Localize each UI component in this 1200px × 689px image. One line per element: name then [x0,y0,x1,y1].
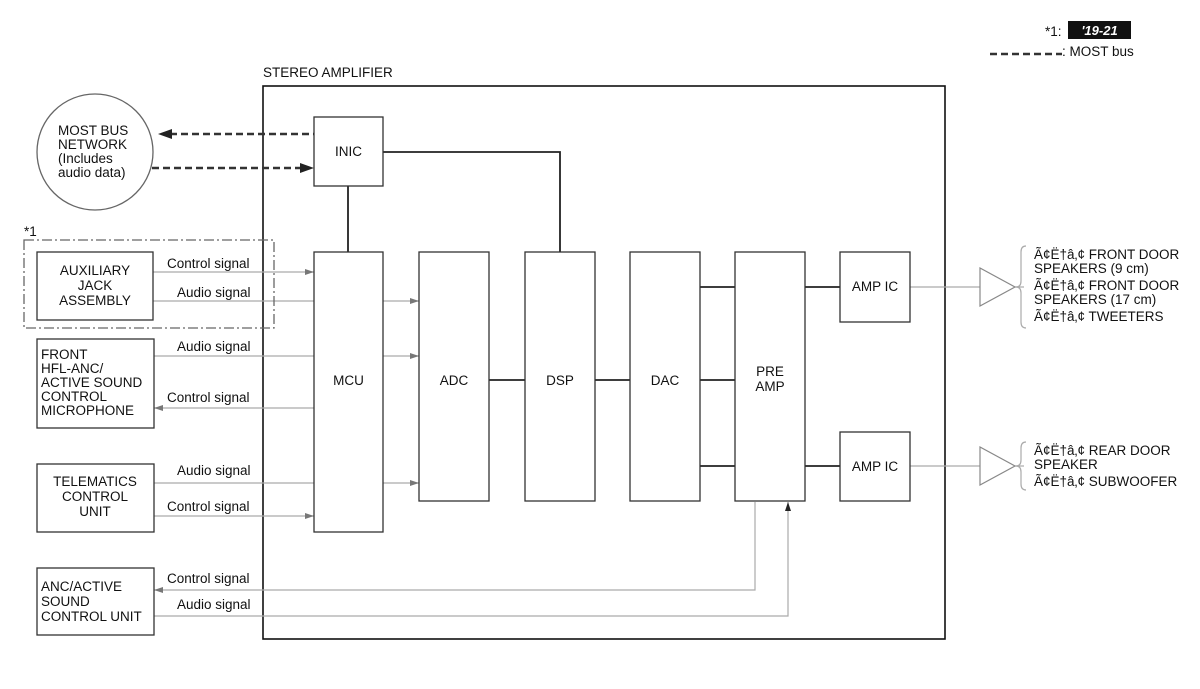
legend-note-value: '19-21 [1081,23,1117,38]
rear-speaker-brace [1015,441,1027,491]
anc-audio-arrow [785,502,791,511]
anc-control-arrow [154,587,163,593]
mcu-label: MCU [333,373,364,388]
dac-label: DAC [651,373,680,388]
tcu-audio-signal-label: Audio signal [177,463,251,478]
adc-label: ADC [440,373,469,388]
mic-audio-arrow [410,353,419,359]
tcu-label-3: UNIT [79,504,111,519]
most-arrow-to-network [158,129,172,139]
aux-note-label: *1 [24,224,37,239]
anc-label-3: CONTROL UNIT [41,609,142,624]
anc-control-signal-label: Control signal [167,571,250,586]
tcu-label-2: CONTROL [62,489,128,504]
preamp-block [734,251,806,502]
microphone-box [36,338,155,429]
telematics-control-unit-box [36,463,155,533]
most-arrow-to-inic [300,163,314,173]
legend-most-bus-label: : MOST bus [1062,44,1134,59]
front-output-label-1: Ã¢Ë†â‚¢ FRONT DOOR [1034,247,1180,262]
aux-label-2: JACK [78,278,113,293]
front-speaker-brace [1015,245,1027,329]
aux-audio-signal-label: Audio signal [177,285,251,300]
anc-audio-line [154,502,789,617]
legend-note-badge [1068,21,1131,39]
speaker-amp-symbol-bottom [979,445,1017,487]
preamp-label-2: AMP [755,379,784,394]
tcu-label-1: TELEMATICS [53,474,137,489]
anc-label-1: ANC/ACTIVE [41,579,122,594]
tcu-control-signal-label: Control signal [167,499,250,514]
rear-output-label-2: SPEAKER [1034,457,1098,472]
preamp-label-1: PRE [756,364,784,379]
most-network-label-2: NETWORK [58,137,127,152]
legend: *1: '19-21 : MOST bus [990,21,1134,59]
aux-control-signal-label: Control signal [167,256,250,271]
mic-label-2: HFL-ANC/ [41,361,104,376]
most-bus-links [152,129,314,173]
most-network-label-3: (Includes [58,151,113,166]
most-network-label-4: audio data) [58,165,126,180]
tcu-audio-arrow [410,480,419,486]
rear-output-label-1: Ã¢Ë†â‚¢ REAR DOOR [1034,443,1171,458]
adc-block [418,251,490,502]
legend-note-ref: *1: [1045,24,1062,39]
anc-audio-signal-label: Audio signal [177,597,251,612]
aux-label-3: ASSEMBLY [59,293,131,308]
aux-control-arrow [305,269,314,275]
inic-label: INIC [335,144,362,159]
auxiliary-jack-assembly-box [36,251,154,321]
mic-audio-signal-label: Audio signal [177,339,251,354]
anc-label-2: SOUND [41,594,90,609]
amp-ic-top-block [839,251,911,323]
speaker-amp-symbol-top [979,266,1017,308]
aux-optional-frame [23,239,275,329]
aux-audio-arrow [410,298,419,304]
mic-label-5: MICROPHONE [41,403,134,418]
stereo-amplifier-title: STEREO AMPLIFIER [263,65,393,80]
dsp-label: DSP [546,373,574,388]
inic-block [313,116,384,187]
amp-ic-top-label: AMP IC [852,279,899,294]
mcu-block [313,251,384,533]
stereo-amplifier-frame [262,85,946,640]
rear-output-label-3: Ã¢Ë†â‚¢ SUBWOOFER [1034,474,1178,489]
mic-label-3: ACTIVE SOUND [41,375,143,390]
mic-label-4: CONTROL [41,389,107,404]
front-output-label-2: SPEAKERS (9 cm) [1034,261,1149,276]
dsp-block [524,251,596,502]
dac-block [629,251,701,502]
front-output-label-5: Ã¢Ë†â‚¢ TWEETERS [1034,309,1164,324]
most-network-label-1: MOST BUS [58,123,128,138]
amp-ic-bottom-block [839,431,911,502]
internal-wiring [347,151,840,467]
tcu-control-arrow [305,513,314,519]
most-bus-network-circle [36,93,154,211]
mic-label-1: FRONT [41,347,88,362]
front-output-label-3: Ã¢Ë†â‚¢ FRONT DOOR [1034,278,1180,293]
anc-control-unit-box [36,567,155,636]
amp-ic-bottom-label: AMP IC [852,459,899,474]
front-output-label-4: SPEAKERS (17 cm) [1034,292,1156,307]
wire-inic-dsp [383,151,561,252]
anc-control-line [154,502,756,591]
mic-control-signal-label: Control signal [167,390,250,405]
mic-control-arrow [154,405,163,411]
aux-label-1: AUXILIARY [60,263,130,278]
